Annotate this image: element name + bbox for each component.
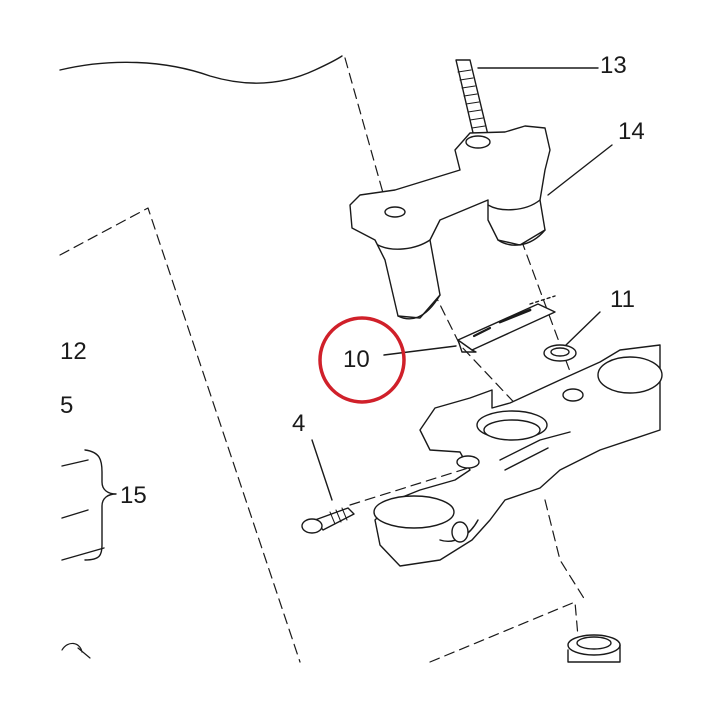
dashed-boundary-bottom — [429, 601, 581, 663]
callout-15: 15 — [120, 482, 147, 509]
pointer-15-c — [61, 547, 105, 561]
dashed-boundary-right — [344, 57, 386, 201]
leader-11 — [565, 311, 601, 346]
dashed-boundary-left — [59, 207, 301, 663]
callout-5: 5 — [60, 392, 74, 419]
part-10-nameplate — [457, 295, 556, 353]
callout-11: 11 — [610, 286, 635, 313]
pointer-15-b — [61, 509, 89, 519]
pointer-15-a — [61, 459, 89, 467]
triple-clamp-yoke — [373, 344, 663, 567]
frame-outline-curve — [59, 55, 343, 84]
fork-tube-fragment — [567, 634, 621, 663]
leader-10 — [383, 345, 457, 356]
part-13-steering-stem — [455, 59, 489, 138]
partial-symbol — [61, 642, 91, 659]
dashed-boundary-lower — [544, 499, 586, 601]
callout-14: 14 — [618, 118, 645, 145]
callout-12: 12 — [60, 338, 87, 365]
callout-4: 4 — [292, 410, 306, 437]
callout-13: 13 — [600, 52, 627, 79]
brace-15 — [84, 449, 117, 561]
leader-4 — [311, 439, 333, 501]
part-11-washer — [543, 344, 577, 362]
highlight-ring-10 — [318, 316, 406, 404]
leader-14 — [547, 144, 613, 196]
callout-10: 10 — [343, 346, 370, 373]
part-14-riser-bracket — [349, 125, 551, 320]
part-4-bolt — [301, 507, 355, 534]
